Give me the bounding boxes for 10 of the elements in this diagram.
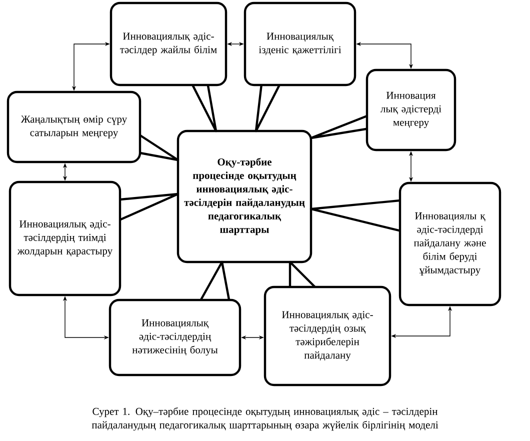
speech-bubble: Инновациялық әдіс-тәсілдердің тиімді жолдарын қарастыру: [8, 180, 180, 296]
central-box: Оқу-тәрбие процесінде оқытудың инновациялық әдіс-тәсілдерін пайдаланудың педагогикалық шарттары: [176, 130, 312, 264]
speech-bubble: Инновациялық әдіс-тәсілдердің озық тәжірибелерін пайдалану: [264, 260, 392, 386]
speech-bubble: Инновация лық әдістерді меңгеру: [310, 68, 456, 152]
speech-bubble: Жаңалықтың өмір сүру сатыларын меңгеру: [6, 90, 180, 164]
speech-bubble: Инновациялық әдіс-тәсілдердің нәтижесінің болуы: [108, 260, 242, 376]
caption: Сурет 1. Оқу–тәрбие процесінде оқытудың инновациялық әдіс – тәсілдерін пайдаланудың педагогикалық шарттарының өзара жүйелік бірлігінің моделі: [92, 407, 438, 431]
speech-bubble: Инновациялы қ әдіс-тәсілдерді пайдалану және білім беруді ұйымдастыру: [310, 182, 502, 306]
speech-bubble: Инновациялық ізденіс қажеттілігі: [244, 2, 356, 132]
node-label: Инновациялы қ әдіс-тәсілдерді пайдалану және білім беруді ұйымдастыру: [414, 212, 486, 276]
